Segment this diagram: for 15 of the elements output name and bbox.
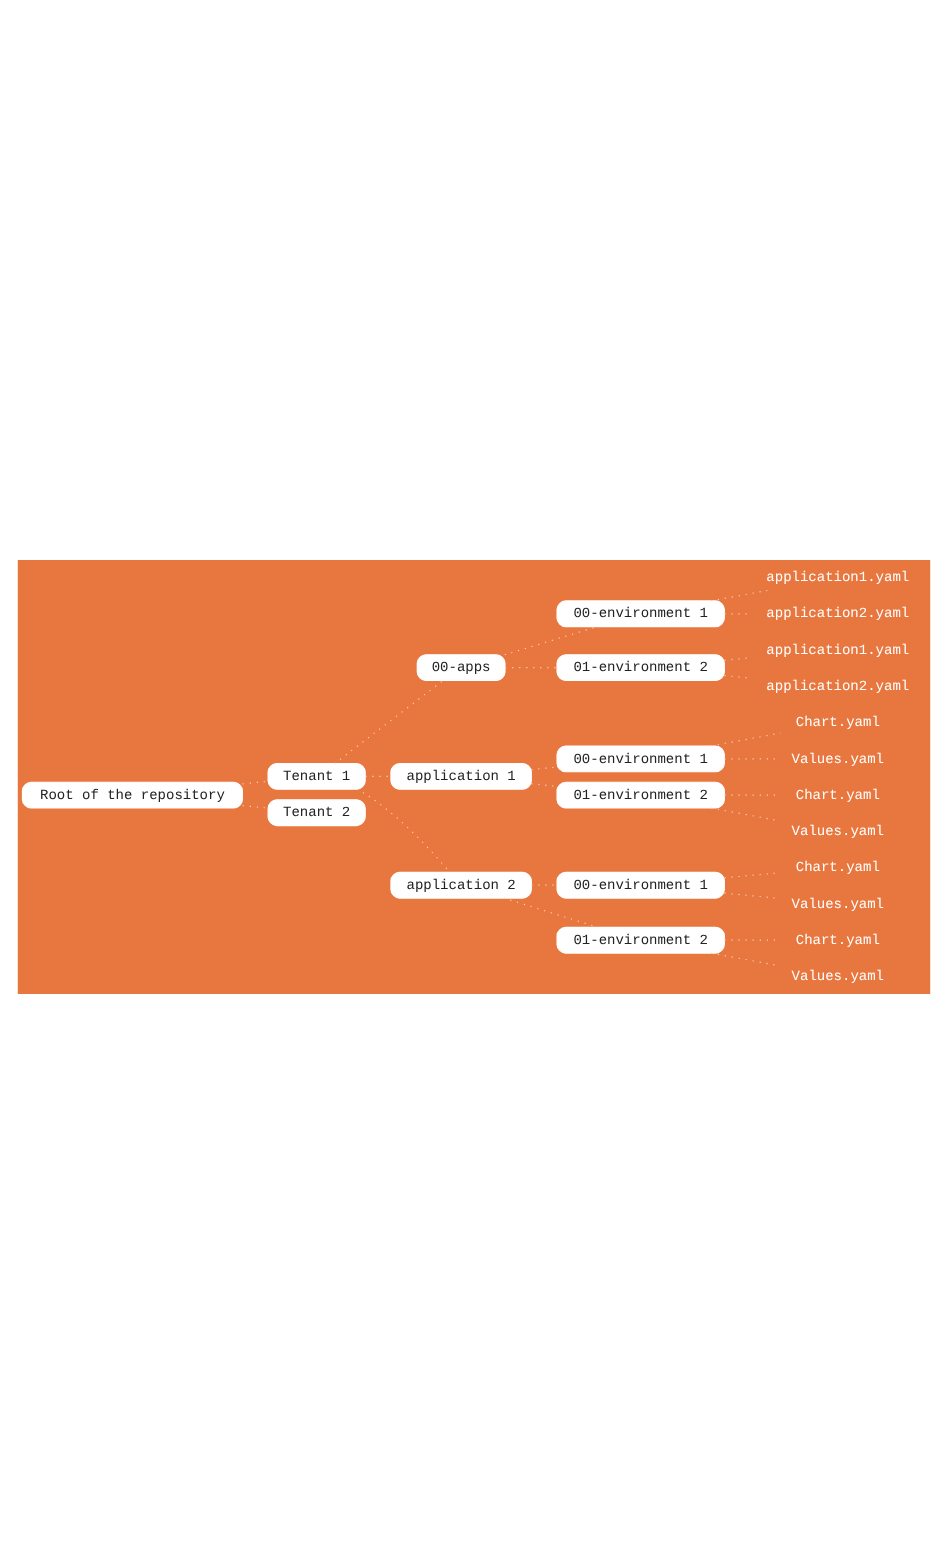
connector	[723, 891, 777, 898]
connector	[364, 774, 392, 776]
connector	[356, 787, 451, 872]
connector	[241, 779, 269, 784]
connector	[723, 674, 751, 678]
connector	[710, 806, 777, 820]
connector	[504, 666, 558, 668]
connector	[710, 951, 777, 965]
connector	[723, 656, 751, 660]
connector	[530, 782, 558, 786]
connector	[334, 678, 444, 764]
connector	[530, 765, 558, 770]
connector	[241, 804, 269, 808]
connector	[503, 896, 599, 927]
connector	[530, 883, 558, 885]
